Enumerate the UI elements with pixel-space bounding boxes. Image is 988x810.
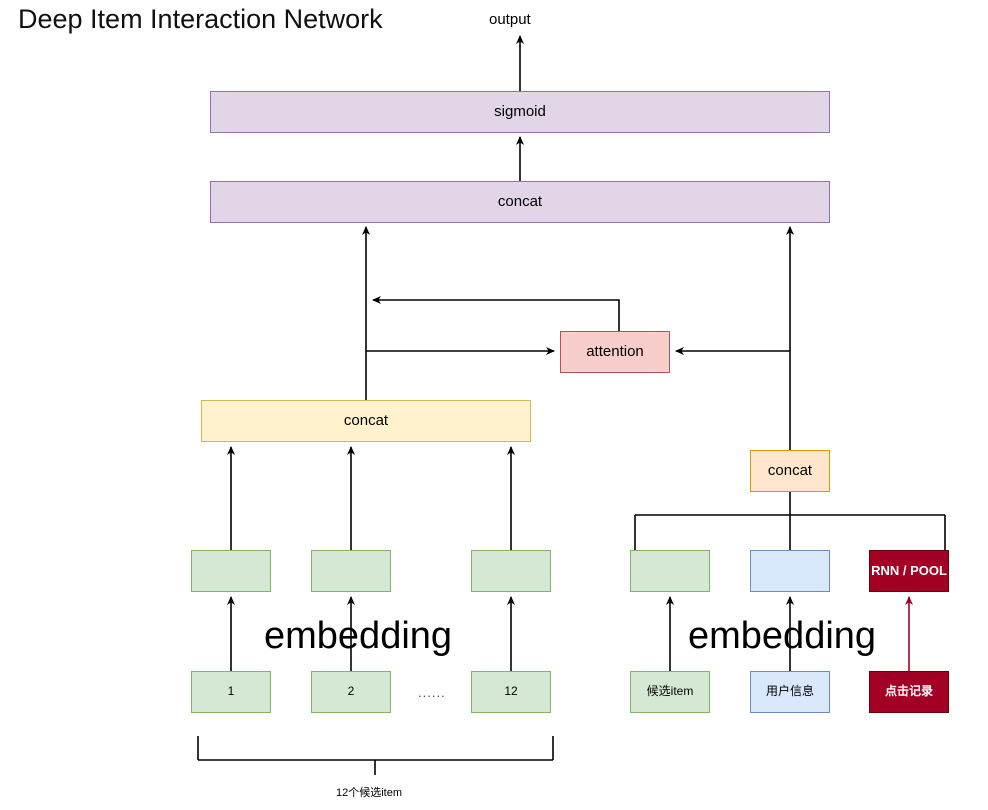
node-concat-items[interactable]: concat: [201, 400, 531, 442]
node-candidate-item[interactable]: 候选item: [630, 671, 710, 713]
embedding-label-left: embedding: [264, 615, 453, 657]
node-click-log[interactable]: 点击记录: [869, 671, 949, 713]
node-item-1[interactable]: 1: [191, 671, 271, 713]
node-concat-top[interactable]: concat: [210, 181, 830, 223]
node-user-embedding[interactable]: [750, 550, 830, 592]
node-item-12[interactable]: 12: [471, 671, 551, 713]
node-item-embedding-12[interactable]: [471, 550, 551, 592]
node-attention[interactable]: attention: [560, 331, 670, 373]
node-candidate-embedding[interactable]: [630, 550, 710, 592]
node-item-2[interactable]: 2: [311, 671, 391, 713]
output-label: output: [489, 11, 531, 28]
page-title: Deep Item Interaction Network: [18, 4, 383, 34]
bottom-bracket-label: 12个候选item: [336, 787, 403, 799]
node-user-info[interactable]: 用户信息: [750, 671, 830, 713]
embedding-label-right: embedding: [688, 615, 877, 657]
node-sigmoid[interactable]: sigmoid: [210, 91, 830, 133]
node-item-embedding-1[interactable]: [191, 550, 271, 592]
node-rnn-pool[interactable]: RNN / POOL: [869, 550, 949, 592]
node-concat-right[interactable]: concat: [750, 450, 830, 492]
items-ellipsis: ......: [418, 685, 446, 700]
node-item-embedding-2[interactable]: [311, 550, 391, 592]
